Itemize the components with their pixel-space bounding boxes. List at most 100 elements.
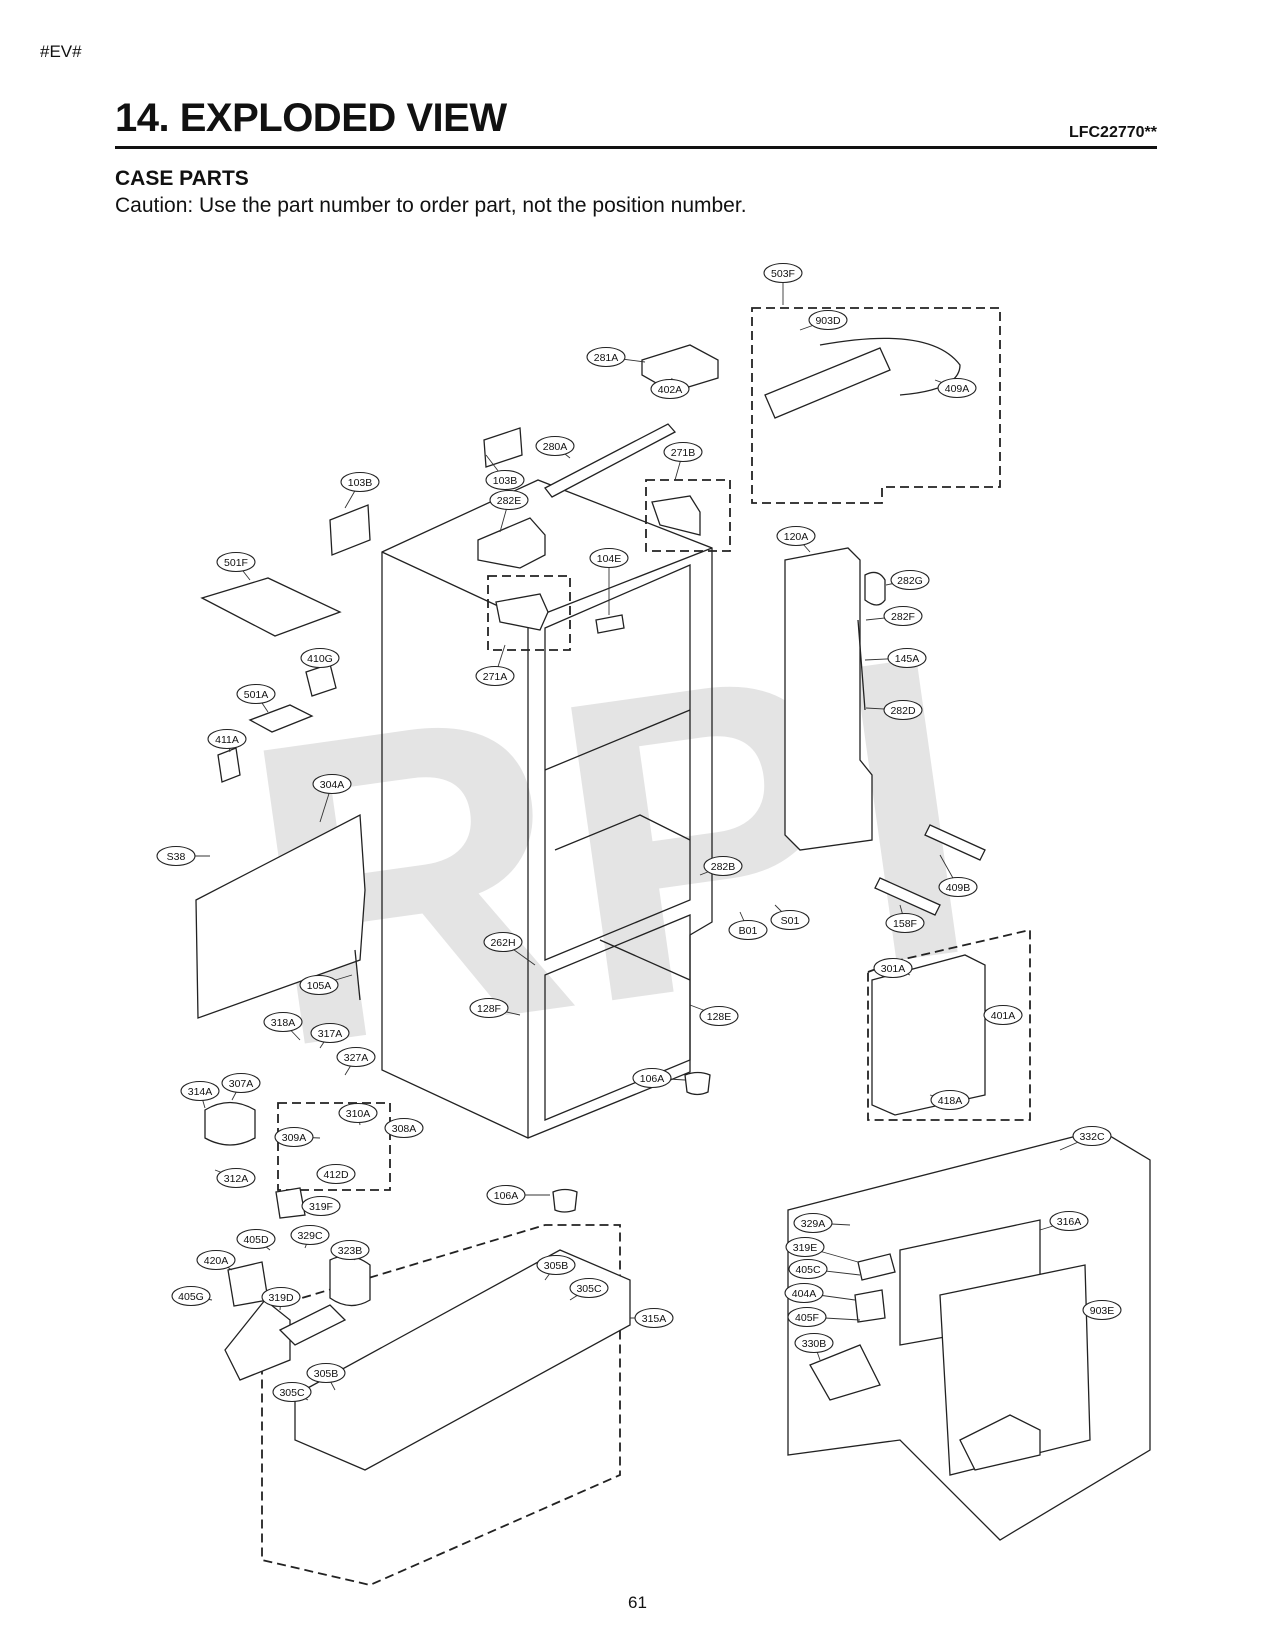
callout-balloon: [469, 997, 509, 1019]
callout-balloon: [221, 1072, 261, 1094]
page-title: 14. EXPLODED VIEW: [115, 96, 507, 140]
callout-280a: 280A: [535, 435, 575, 459]
callout-405d: 405D: [236, 1228, 276, 1251]
callout-label: 103B: [348, 477, 373, 489]
callout-281a: 281A: [586, 346, 646, 368]
callout-label: 282G: [897, 575, 923, 587]
cable-903d: [819, 337, 961, 396]
callout-501f: 501F: [216, 551, 256, 581]
callout-balloon: [586, 346, 626, 368]
callout-label: 106A: [494, 1190, 519, 1202]
group-box-315a: [261, 1224, 621, 1586]
callout-label: 310A: [346, 1108, 371, 1120]
callout-label: 282D: [890, 705, 916, 717]
callout-329c: 329C: [290, 1224, 330, 1249]
callout-balloon: [873, 957, 913, 979]
callout-262h: 262H: [483, 931, 536, 966]
callout-418a: 418A: [929, 1089, 970, 1111]
callout-327a: 327A: [336, 1046, 376, 1076]
duct-assembly-120a: [784, 547, 873, 851]
callout-120a: 120A: [776, 525, 816, 553]
tray-319d: [278, 1304, 347, 1346]
callout-label: 106A: [640, 1073, 665, 1085]
callout-balloon: [306, 1362, 346, 1384]
callout-301a: 301A: [873, 957, 913, 979]
callout-106a: 106A: [486, 1184, 550, 1206]
callout-106a: 106A: [632, 1067, 686, 1089]
callout-402a: 402A: [650, 377, 690, 400]
callout-balloon: [156, 845, 196, 867]
callout-label: 318A: [271, 1017, 296, 1029]
callout-145a: 145A: [864, 647, 927, 669]
callout-balloon: [787, 1306, 827, 1328]
callout-label: 903E: [1090, 1305, 1115, 1317]
callout-128f: 128F: [469, 997, 521, 1019]
part-319e: [857, 1253, 896, 1281]
compressor-307a: [204, 1101, 256, 1146]
callout-label: 409A: [945, 383, 970, 395]
callout-balloon: [336, 1046, 376, 1068]
callout-323b: 323B: [330, 1239, 370, 1261]
strip-145a: [857, 619, 866, 711]
callout-903d: 903D: [799, 309, 848, 331]
group-box-271b: [645, 479, 731, 552]
callout-balloon: [883, 699, 923, 721]
callout-412d: 412D: [316, 1163, 356, 1185]
callout-282b: 282B: [699, 855, 743, 877]
callout-label: 327A: [344, 1052, 369, 1064]
callout-label: 105A: [307, 980, 332, 992]
callout-label: 280A: [543, 441, 568, 453]
callout-label: 405D: [243, 1234, 269, 1246]
callout-label: 301A: [881, 963, 906, 975]
pcb-501a: [248, 704, 314, 733]
page-tag: #EV#: [40, 42, 82, 61]
callout-label: 309A: [282, 1132, 307, 1144]
callout-label: 319F: [309, 1201, 333, 1213]
cover-304a: [195, 813, 366, 1019]
callout-balloon: [272, 1381, 312, 1403]
callout-409a: 409A: [934, 377, 977, 399]
callout-label: 329A: [801, 1218, 826, 1230]
callout-balloon: [808, 309, 848, 331]
callout-balloon: [236, 683, 276, 705]
callout-405f: 405F: [787, 1306, 861, 1328]
callout-282f: 282F: [865, 605, 923, 627]
callout-balloon: [301, 1195, 341, 1217]
model-number: LFC22770**: [1068, 124, 1157, 141]
callout-label: 409B: [946, 882, 971, 894]
callout-404a: 404A: [784, 1282, 856, 1304]
callout-balloon: [489, 489, 529, 511]
callout-405c: 405C: [788, 1258, 861, 1280]
page-number: 61: [628, 1593, 647, 1612]
callout-label: 405G: [178, 1291, 204, 1303]
callout-balloon: [536, 1254, 576, 1276]
callout-label: 282F: [891, 611, 915, 623]
callout-balloon: [216, 1167, 256, 1189]
callout-329a: 329A: [793, 1212, 851, 1234]
section-subtitle: CASE PARTS: [115, 167, 249, 190]
callout-balloon: [535, 435, 575, 457]
callout-balloon: [340, 471, 380, 493]
callout-401a: 401A: [983, 1004, 1023, 1026]
base-plate-315a: [294, 1249, 631, 1471]
callout-balloon: [274, 1126, 314, 1148]
callout-420a: 420A: [196, 1249, 236, 1271]
top-rail: [544, 423, 677, 498]
callout-balloon: [171, 1285, 211, 1307]
callout-label: 120A: [784, 531, 809, 543]
callout-balloon: [216, 551, 256, 573]
callout-label: 305C: [279, 1387, 305, 1399]
callout-label: 503F: [771, 268, 795, 280]
callout-balloon: [312, 773, 352, 795]
callout-label: 405F: [795, 1312, 819, 1324]
callout-label: 405C: [795, 1264, 821, 1276]
callout-balloon: [1072, 1125, 1112, 1147]
callout-410g: 410G: [300, 647, 340, 669]
callout-307a: 307A: [221, 1072, 261, 1101]
bracket-409b: [924, 824, 986, 861]
callout-label: 903D: [815, 315, 841, 327]
callout-balloon: [485, 469, 525, 491]
callout-label: 501A: [244, 689, 269, 701]
callout-409b: 409B: [938, 854, 978, 898]
